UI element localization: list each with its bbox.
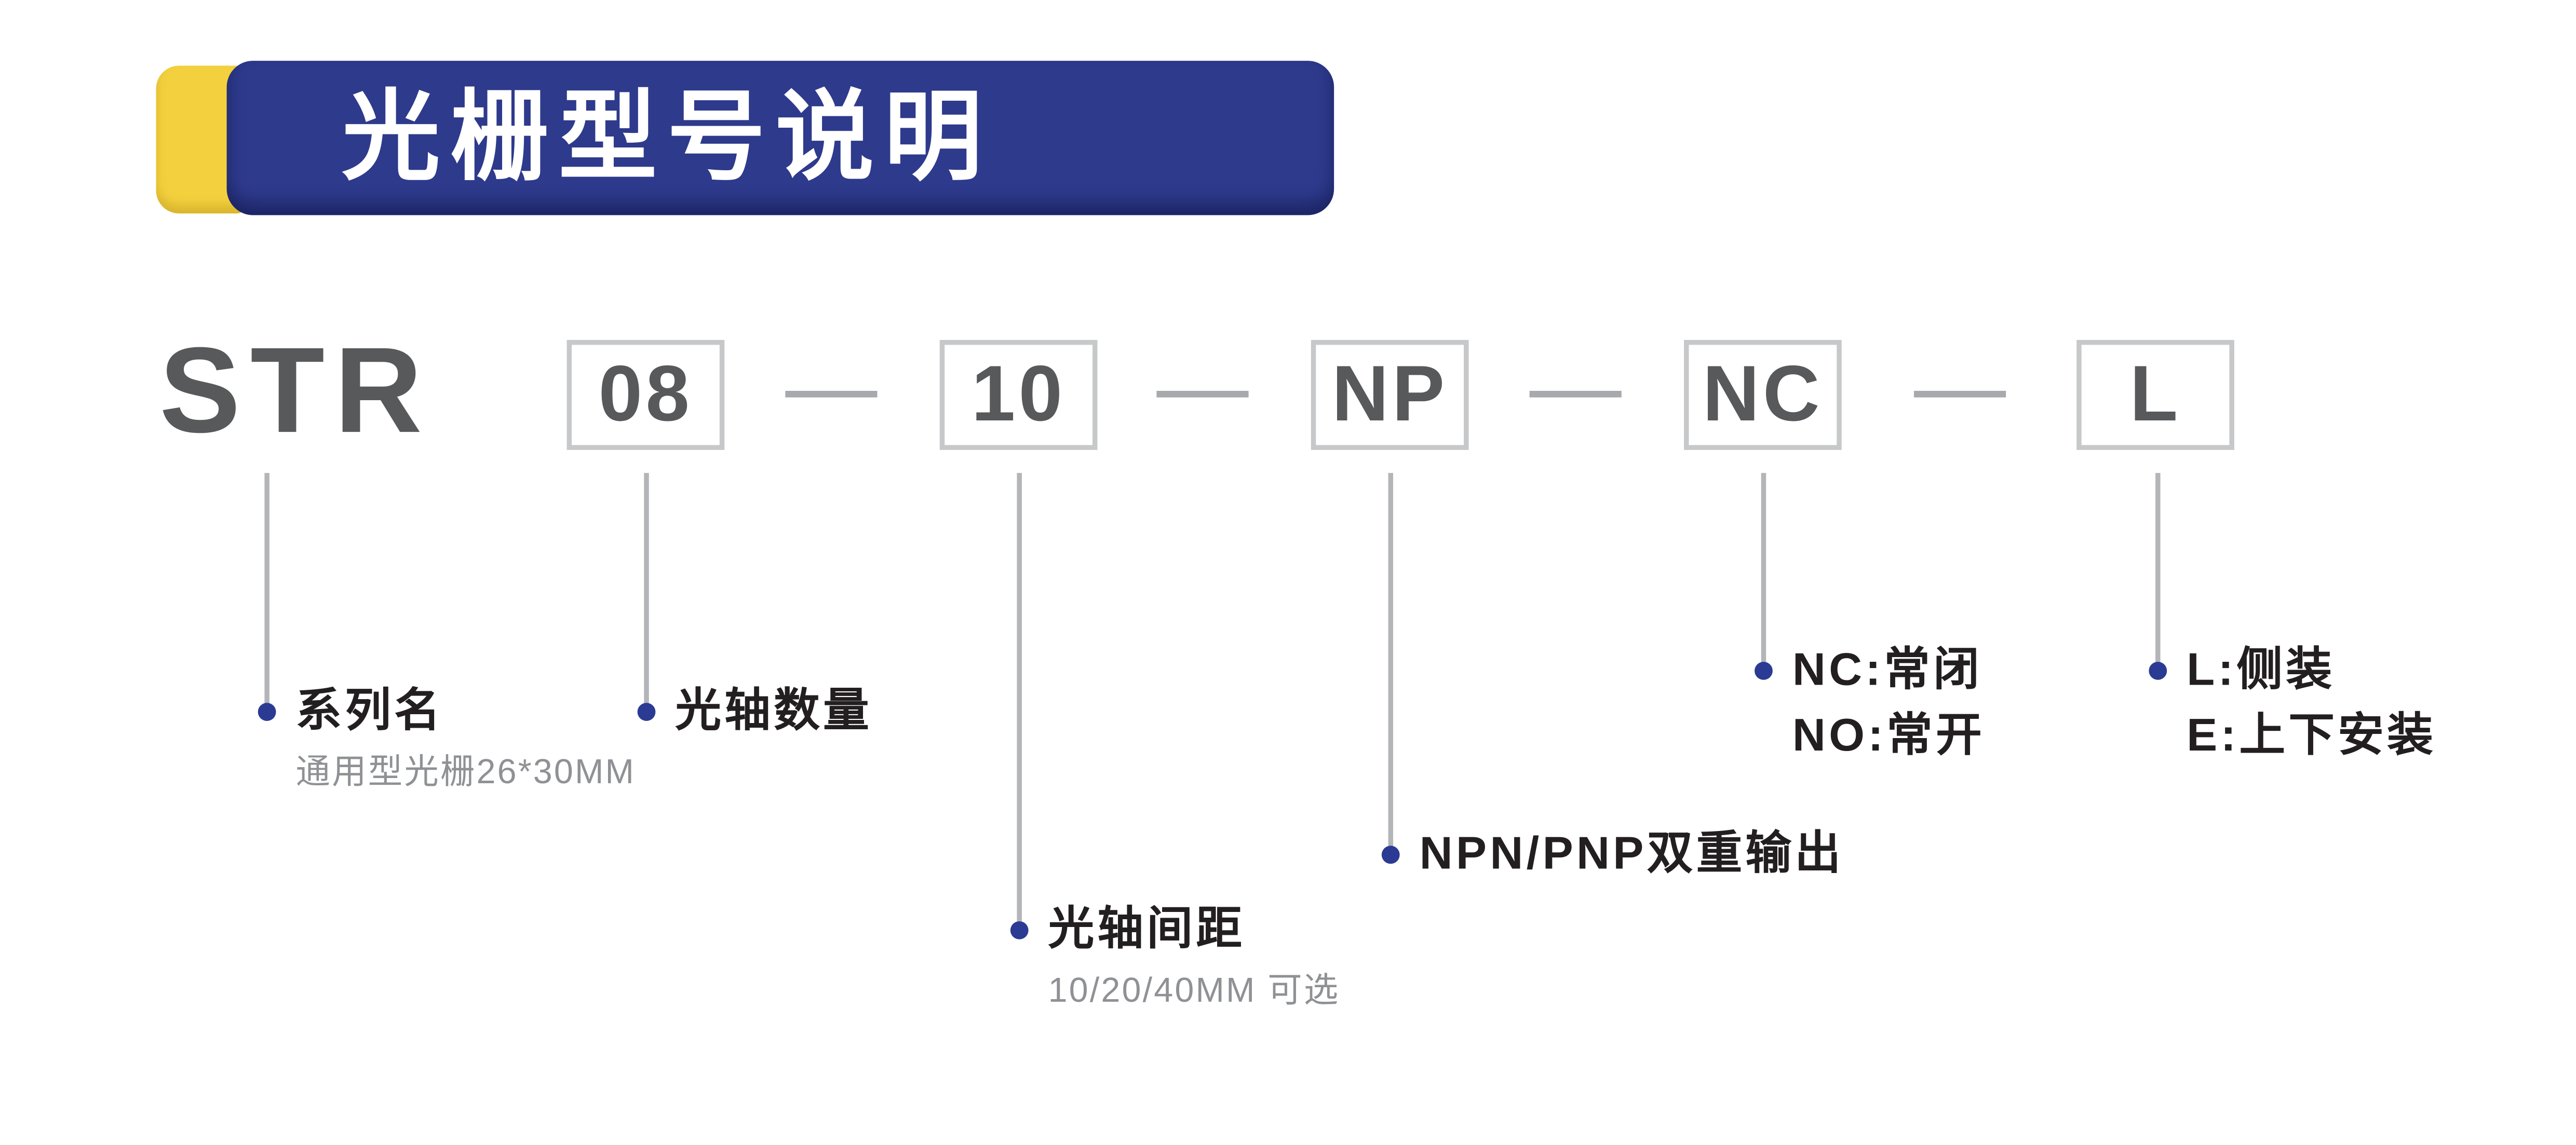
model-prefix: STR <box>159 322 433 458</box>
code-mounting: L <box>2129 351 2181 439</box>
annotation-mounting: L:侧装 E:上下安装 <box>2187 637 2436 769</box>
connector-line-beam-count <box>643 473 649 705</box>
bullet-dot-beam-pitch <box>1009 920 1028 939</box>
annotation-label: L:侧装 <box>2187 644 2336 695</box>
annotation-label-2: E:上下安装 <box>2187 709 2437 760</box>
annotation-label: 系列名 <box>295 685 444 736</box>
annotation-beam-count: 光轴数量 <box>675 678 872 744</box>
annotation-note: 通用型光栅26*30MM <box>295 754 636 792</box>
code-beam-pitch: 10 <box>971 351 1066 439</box>
code-beam-count: 08 <box>598 351 693 439</box>
code-box-output-type: NP <box>1311 339 1469 450</box>
connector-line-contact-type <box>1760 473 1765 664</box>
bullet-dot-series <box>257 702 275 720</box>
code-box-beam-count: 08 <box>567 339 725 450</box>
connector-line-mounting <box>2154 473 2160 664</box>
header-banner: 光栅型号说明 <box>226 61 1334 215</box>
annotation-contact-type: NC:常闭 NO:常开 <box>1792 637 1985 769</box>
annotation-label: NPN/PNP双重输出 <box>1419 827 1844 879</box>
separator-dash <box>1913 391 2006 398</box>
code-box-contact-type: NC <box>1683 339 1842 450</box>
connector-line-series <box>263 473 269 705</box>
annotation-label: 光轴数量 <box>675 685 873 736</box>
annotation-note: 10/20/40MM 可选 <box>1048 972 1340 1010</box>
connector-line-beam-pitch <box>1016 473 1021 923</box>
separator-dash <box>785 391 878 398</box>
annotation-label: 光轴间距 <box>1048 903 1246 955</box>
connector-line-output-type <box>1387 473 1393 848</box>
code-box-beam-pitch: 10 <box>939 339 1098 450</box>
bullet-dot-contact-type <box>1754 661 1772 679</box>
annotation-series-name: 系列名 通用型光栅26*30MM <box>296 678 636 798</box>
annotation-label: NC:常闭 <box>1792 644 1983 695</box>
bullet-dot-mounting <box>2148 661 2166 679</box>
annotation-output-type: NPN/PNP双重输出 <box>1420 821 1844 887</box>
annotation-label-2: NO:常开 <box>1792 709 1986 760</box>
code-contact-type: NC <box>1702 351 1823 439</box>
page-title: 光栅型号说明 <box>342 82 992 193</box>
annotation-beam-pitch: 光轴间距 10/20/40MM 可选 <box>1048 896 1340 1016</box>
bullet-dot-beam-count <box>637 702 655 720</box>
separator-dash <box>1529 391 1622 398</box>
code-box-mounting: L <box>2076 339 2234 450</box>
bullet-dot-output-type <box>1381 844 1399 863</box>
separator-dash <box>1156 391 1249 398</box>
code-output-type: NP <box>1331 351 1448 439</box>
